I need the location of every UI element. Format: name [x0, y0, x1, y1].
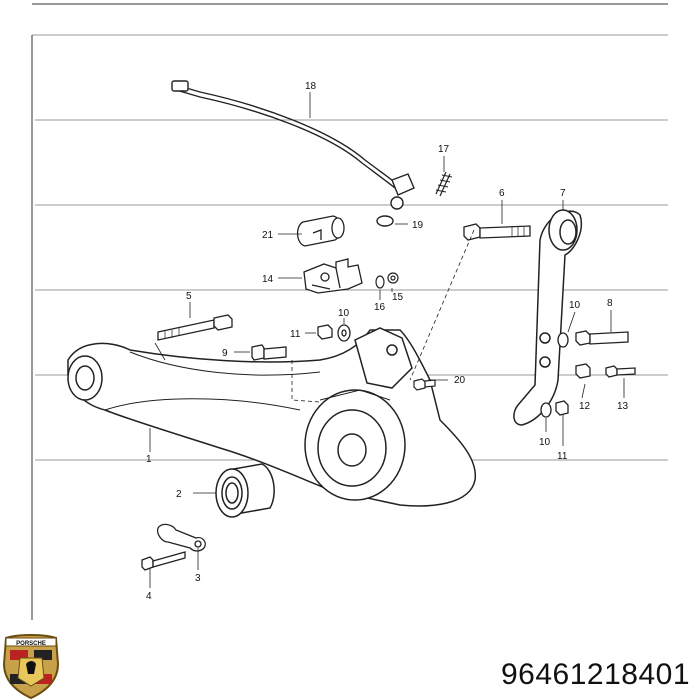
callout-7: 7	[560, 188, 566, 199]
callout-8: 8	[607, 298, 613, 309]
diagram-frame	[31, 3, 668, 620]
spring-pin	[435, 171, 453, 197]
callout-6: 6	[499, 188, 505, 199]
bolt-6	[463, 223, 531, 241]
callout-20: 20	[454, 375, 466, 386]
callout-2: 2	[176, 489, 182, 500]
porsche-crest-logo: PORSCHE	[2, 634, 60, 700]
nut-washer-upper	[317, 324, 351, 342]
sensor-bracket	[303, 258, 363, 294]
callout-4: 4	[146, 591, 152, 602]
callout-21: 21	[262, 230, 274, 241]
callout-18: 18	[305, 81, 317, 92]
sensor-housing	[296, 215, 345, 247]
callout-17: 17	[438, 144, 450, 155]
callout-10-lower: 10	[539, 437, 551, 448]
callout-10-right: 10	[569, 300, 581, 311]
bolt-4	[141, 551, 186, 571]
part-number: 96461218401	[500, 658, 690, 691]
leader-lines	[149, 92, 625, 588]
svg-text:PORSCHE: PORSCHE	[16, 641, 46, 647]
callout-16: 16	[374, 302, 386, 313]
sensor-cable	[171, 80, 415, 210]
callout-14: 14	[262, 274, 274, 285]
trailing-arm	[67, 327, 476, 507]
callout-19: 19	[412, 220, 424, 231]
callout-10-upper: 10	[338, 308, 350, 319]
o-ring	[376, 215, 394, 227]
bolt-9	[251, 344, 287, 361]
long-bolt	[157, 314, 233, 341]
callout-3: 3	[195, 573, 201, 584]
callouts: 18 17 19 21 14 5 16 15 10 11 9 6 7 10 8 …	[146, 81, 629, 602]
callout-1: 1	[146, 454, 152, 465]
callout-11-lower: 11	[557, 451, 568, 462]
right-fasteners	[540, 330, 636, 418]
callout-11-upper: 11	[290, 329, 301, 340]
callout-15: 15	[392, 292, 404, 303]
wheel-bearing	[215, 463, 275, 518]
callout-5: 5	[186, 291, 192, 302]
small-washers	[375, 272, 399, 289]
callout-12: 12	[579, 401, 591, 412]
retaining-plate	[156, 523, 206, 552]
link-arm	[513, 209, 582, 426]
callout-9: 9	[222, 348, 228, 359]
callout-13: 13	[617, 401, 629, 412]
